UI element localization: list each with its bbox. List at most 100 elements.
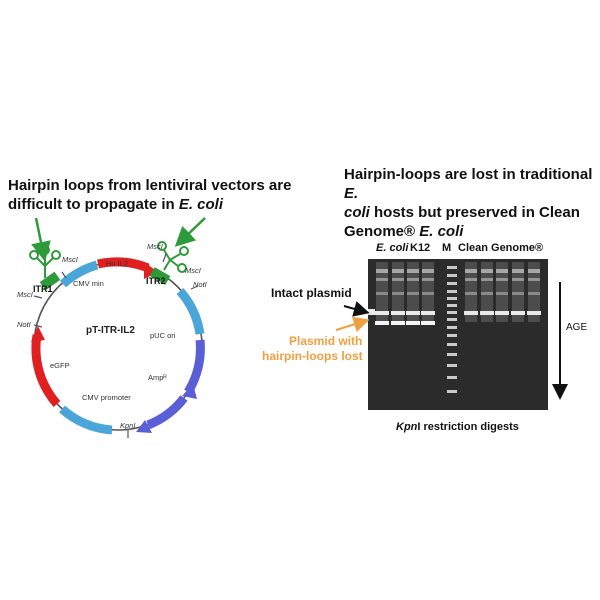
itr2-block xyxy=(149,267,171,285)
ladder-band xyxy=(447,364,457,367)
gel-band-upper xyxy=(376,278,388,281)
ladder-band xyxy=(447,390,457,393)
gel-band-mid xyxy=(496,292,508,295)
gel-band-intact xyxy=(391,311,405,315)
ampr-label: Ampᴿ xyxy=(148,373,167,382)
gel-marker-label: M xyxy=(442,242,451,254)
intact-arrow xyxy=(343,301,370,317)
gel-band-upper xyxy=(496,278,508,281)
msci-label-left2: MscI xyxy=(17,290,33,299)
ampr-arc xyxy=(146,395,188,430)
gel-band-mid xyxy=(422,292,434,295)
right-heading: Hairpin-loops are lost in traditional E.… xyxy=(344,165,594,241)
left-heading: Hairpin loops from lentiviral vectors ar… xyxy=(8,176,328,214)
gel-band-intact xyxy=(511,311,525,315)
lost-label-line2: hairpin-loops lost xyxy=(262,349,363,363)
hu-il2-label: Hu IL2 xyxy=(106,259,128,268)
gel-band-lost xyxy=(421,321,435,325)
gel-band-top xyxy=(376,269,388,273)
gel-k12-label: K12 xyxy=(410,242,430,254)
gel-band-lost xyxy=(406,321,420,325)
gel-band-lost xyxy=(391,321,405,325)
gel-band-top xyxy=(481,269,493,273)
ladder-band xyxy=(447,297,457,300)
restriction-ticks xyxy=(33,253,199,438)
left-heading-organism: E. coli xyxy=(178,196,224,213)
gel-band-top xyxy=(528,269,540,273)
gel-ecoli-label: E. coli xyxy=(376,242,409,254)
digest-caption: KpnI restriction digests xyxy=(396,421,519,433)
cmv-min-label: CMV min xyxy=(73,279,104,288)
msci-label-right: MscI xyxy=(147,242,163,251)
gel-band-intact xyxy=(421,311,435,315)
ladder-band xyxy=(447,311,457,314)
gel-band-mid xyxy=(407,292,419,295)
right-heading-line3-italic: E. coli xyxy=(419,223,464,240)
ladder-band xyxy=(447,290,457,293)
gel-band-mid xyxy=(481,292,493,295)
gel-band-top xyxy=(392,269,404,273)
gel-clean-genome-label: Clean Genome® xyxy=(458,242,543,254)
msci-label-right2: MscI xyxy=(185,266,201,275)
msci-label-left: MscI xyxy=(62,255,78,264)
noti-label-right: NotI xyxy=(193,280,207,289)
hairpin-arrow-right xyxy=(174,217,206,247)
ladder-band xyxy=(447,282,457,285)
ladder-band xyxy=(447,274,457,277)
intact-plasmid-label: Intact plasmid xyxy=(271,286,352,300)
right-heading-line1-text: Hairpin-loops are lost in traditional xyxy=(344,166,593,183)
gel-band-intact xyxy=(464,311,478,315)
gel-band-mid xyxy=(376,292,388,295)
gel-band-upper xyxy=(407,278,419,281)
gel-band-top xyxy=(407,269,419,273)
digest-caption-text: I restriction digests xyxy=(417,421,518,433)
ladder-band xyxy=(447,343,457,346)
ladder-band xyxy=(447,326,457,329)
puc-ori-arrowhead xyxy=(182,384,197,399)
gel-band-upper xyxy=(512,278,524,281)
gel-band-top xyxy=(496,269,508,273)
gel-band-upper xyxy=(528,278,540,281)
gel-band-intact xyxy=(495,311,509,315)
hairpin-loop-right xyxy=(157,241,189,273)
right-heading-line2-text: hosts but preserved in Clean xyxy=(369,204,580,221)
gel-band-mid xyxy=(392,292,404,295)
hairpin-loop-left xyxy=(29,245,61,278)
gel-image xyxy=(368,259,548,410)
ori-arc-upper xyxy=(176,288,205,335)
right-heading-line3: Genome® E. coli xyxy=(344,222,594,241)
ampr-arrowhead xyxy=(136,420,152,433)
egfp-arc xyxy=(31,334,61,407)
plasmid-name: pT-ITR-IL2 xyxy=(86,325,135,336)
ladder-band xyxy=(447,334,457,337)
gel-band-mid xyxy=(512,292,524,295)
gel-band-lost xyxy=(375,321,389,325)
gel-band-upper xyxy=(465,278,477,281)
ladder-band xyxy=(447,376,457,379)
puc-ori-arc xyxy=(184,339,205,395)
ladder-band xyxy=(447,266,457,269)
right-heading-line1: Hairpin-loops are lost in traditional E. xyxy=(344,165,594,203)
left-heading-line1: Hairpin loops from lentiviral vectors ar… xyxy=(8,177,292,194)
right-heading-line3-text: Genome® xyxy=(344,223,420,240)
right-heading-line2-italic: coli xyxy=(344,204,370,221)
ladder-band xyxy=(447,353,457,356)
gel-band-intact xyxy=(527,311,541,315)
right-heading-line1-italic: E. xyxy=(344,185,359,202)
puc-ori-label: pUC ori xyxy=(150,331,176,340)
gel-band-top xyxy=(422,269,434,273)
age-label: AGE xyxy=(566,322,587,333)
gel-band-top xyxy=(465,269,477,273)
egfp-label: eGFP xyxy=(50,361,70,370)
itr2-label: ITR2 xyxy=(146,276,166,286)
cmv-min-arc xyxy=(59,260,99,288)
gel-lanes xyxy=(367,262,541,393)
cmv-promoter-arc xyxy=(59,405,113,435)
gel-band-upper xyxy=(481,278,493,281)
gel-band-intact xyxy=(406,311,420,315)
hu-il2-arrowhead xyxy=(144,262,158,279)
itr1-label: ITR1 xyxy=(33,284,53,294)
ladder-band xyxy=(447,318,457,321)
kpni-label: KpnI xyxy=(120,421,135,430)
